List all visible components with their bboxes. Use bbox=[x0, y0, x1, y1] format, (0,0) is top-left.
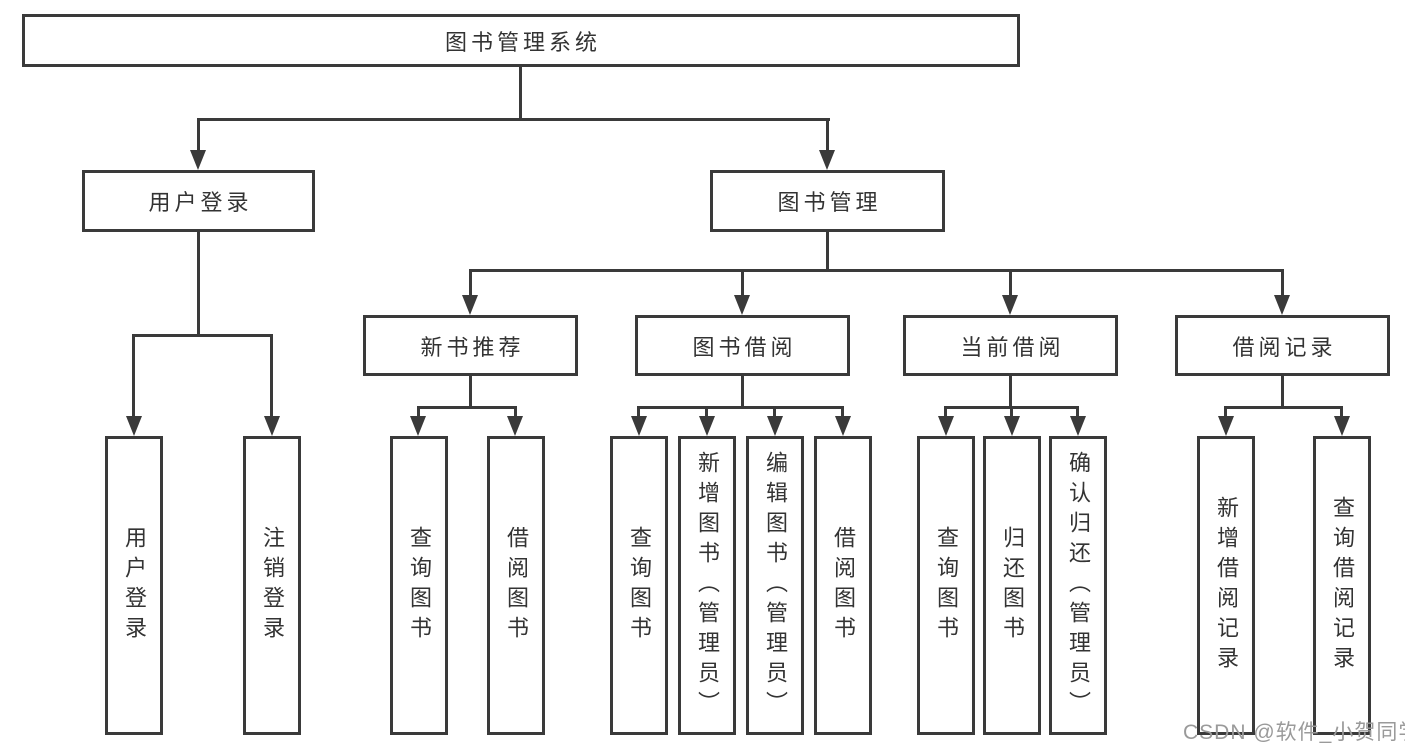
connector-leaf-drop bbox=[705, 406, 708, 418]
connector-leaf-drop bbox=[773, 406, 776, 418]
connector-br-bar bbox=[1224, 406, 1343, 409]
node-label: 图书管理 bbox=[777, 190, 882, 215]
node-label: 图书管理系统 bbox=[444, 29, 601, 55]
connector-to-borrow-records bbox=[1281, 269, 1284, 297]
leaf-nbr-borrow-books: 借阅图书 bbox=[487, 436, 545, 735]
connector-user-login-stem bbox=[197, 231, 200, 336]
node-new-book-recommend: 新书推荐 bbox=[363, 315, 578, 376]
leaf-label: 归还图书 bbox=[1000, 525, 1025, 646]
connector-root-stem bbox=[519, 66, 522, 119]
arrowhead-down-icon bbox=[699, 416, 715, 436]
leaf-label: 查询图书 bbox=[407, 525, 432, 646]
connector-to-leaf-user-login bbox=[132, 334, 135, 418]
arrowhead-down-icon bbox=[734, 295, 750, 315]
node-label: 新书推荐 bbox=[420, 334, 525, 360]
leaf-cb-confirm-return-admin: 确认归还（管理员） bbox=[1049, 436, 1107, 735]
connector-to-current-borrow bbox=[1009, 269, 1012, 297]
connector-cb-stem bbox=[1009, 374, 1012, 408]
arrowhead-down-icon bbox=[938, 416, 954, 436]
connector-to-book-management bbox=[826, 118, 829, 152]
connector-to-book-borrow bbox=[741, 269, 744, 297]
arrowhead-down-icon bbox=[410, 416, 426, 436]
leaf-bb-add-book-admin: 新增图书（管理员） bbox=[678, 436, 736, 735]
leaf-label: 注销登录 bbox=[260, 525, 285, 646]
leaf-cb-query-books: 查询图书 bbox=[917, 436, 975, 735]
connector-leaf-drop bbox=[841, 406, 844, 418]
arrowhead-down-icon bbox=[462, 295, 478, 315]
leaf-cb-return-books: 归还图书 bbox=[983, 436, 1041, 735]
connector-bb-bar bbox=[637, 406, 844, 409]
node-borrow-records: 借阅记录 bbox=[1175, 315, 1390, 376]
connector-leaf-drop bbox=[417, 406, 420, 418]
leaf-label: 查询图书 bbox=[934, 525, 959, 646]
node-current-borrow: 当前借阅 bbox=[903, 315, 1118, 376]
leaf-br-query-record: 查询借阅记录 bbox=[1313, 436, 1371, 735]
arrowhead-down-icon bbox=[1002, 295, 1018, 315]
connector-leaf-drop bbox=[1076, 406, 1079, 418]
connector-book-mgmt-stem bbox=[826, 231, 829, 271]
arrowhead-down-icon bbox=[631, 416, 647, 436]
arrowhead-down-icon bbox=[190, 150, 206, 170]
leaf-label: 借阅图书 bbox=[831, 525, 856, 646]
leaf-label: 确认归还（管理员） bbox=[1066, 450, 1091, 721]
arrowhead-down-icon bbox=[1334, 416, 1350, 436]
connector-leaf-drop bbox=[1010, 406, 1013, 418]
arrowhead-down-icon bbox=[507, 416, 523, 436]
connector-book-mgmt-bar bbox=[469, 269, 1283, 272]
arrowhead-down-icon bbox=[1070, 416, 1086, 436]
node-user-login: 用户登录 bbox=[82, 170, 315, 232]
connector-to-leaf-logout bbox=[270, 334, 273, 418]
leaf-br-add-record: 新增借阅记录 bbox=[1197, 436, 1255, 735]
leaf-nbr-query-books: 查询图书 bbox=[390, 436, 448, 735]
node-label: 图书借阅 bbox=[692, 334, 797, 360]
arrowhead-down-icon bbox=[819, 150, 835, 170]
leaf-label: 新增借阅记录 bbox=[1214, 495, 1239, 676]
arrowhead-down-icon bbox=[767, 416, 783, 436]
node-book-borrow: 图书借阅 bbox=[635, 315, 850, 376]
arrowhead-down-icon bbox=[1004, 416, 1020, 436]
connector-nbr-bar bbox=[417, 406, 517, 409]
leaf-bb-query-books: 查询图书 bbox=[610, 436, 668, 735]
arrowhead-down-icon bbox=[835, 416, 851, 436]
watermark: CSDN @软件_小贺同学 bbox=[1183, 721, 1405, 744]
leaf-label: 新增图书（管理员） bbox=[695, 450, 720, 721]
arrowhead-down-icon bbox=[126, 416, 142, 436]
connector-bb-stem bbox=[741, 374, 744, 408]
arrowhead-down-icon bbox=[264, 416, 280, 436]
node-label: 当前借阅 bbox=[960, 334, 1065, 360]
leaf-label: 用户登录 bbox=[122, 525, 147, 646]
connector-leaf-drop bbox=[944, 406, 947, 418]
connector-leaf-drop bbox=[514, 406, 517, 418]
leaf-bb-edit-book-admin: 编辑图书（管理员） bbox=[746, 436, 804, 735]
connector-root-bar bbox=[197, 118, 830, 121]
leaf-label: 借阅图书 bbox=[504, 525, 529, 646]
leaf-bb-borrow-books: 借阅图书 bbox=[814, 436, 872, 735]
leaf-label: 查询借阅记录 bbox=[1330, 495, 1355, 676]
connector-to-user-login bbox=[197, 118, 200, 152]
arrowhead-down-icon bbox=[1218, 416, 1234, 436]
leaf-label: 编辑图书（管理员） bbox=[763, 450, 788, 721]
connector-nbr-stem bbox=[469, 374, 472, 408]
node-label: 用户登录 bbox=[148, 190, 253, 215]
node-root: 图书管理系统 bbox=[22, 14, 1020, 67]
leaf-logout: 注销登录 bbox=[243, 436, 301, 735]
connector-leaf-drop bbox=[1340, 406, 1343, 418]
leaf-user-login: 用户登录 bbox=[105, 436, 163, 735]
connector-to-new-book-recommend bbox=[469, 269, 472, 297]
connector-leaf-drop bbox=[1224, 406, 1227, 418]
arrowhead-down-icon bbox=[1274, 295, 1290, 315]
node-book-management: 图书管理 bbox=[710, 170, 945, 232]
node-label: 借阅记录 bbox=[1232, 334, 1337, 360]
connector-user-login-bar bbox=[132, 334, 273, 337]
connector-br-stem bbox=[1281, 374, 1284, 408]
connector-leaf-drop bbox=[637, 406, 640, 418]
leaf-label: 查询图书 bbox=[627, 525, 652, 646]
